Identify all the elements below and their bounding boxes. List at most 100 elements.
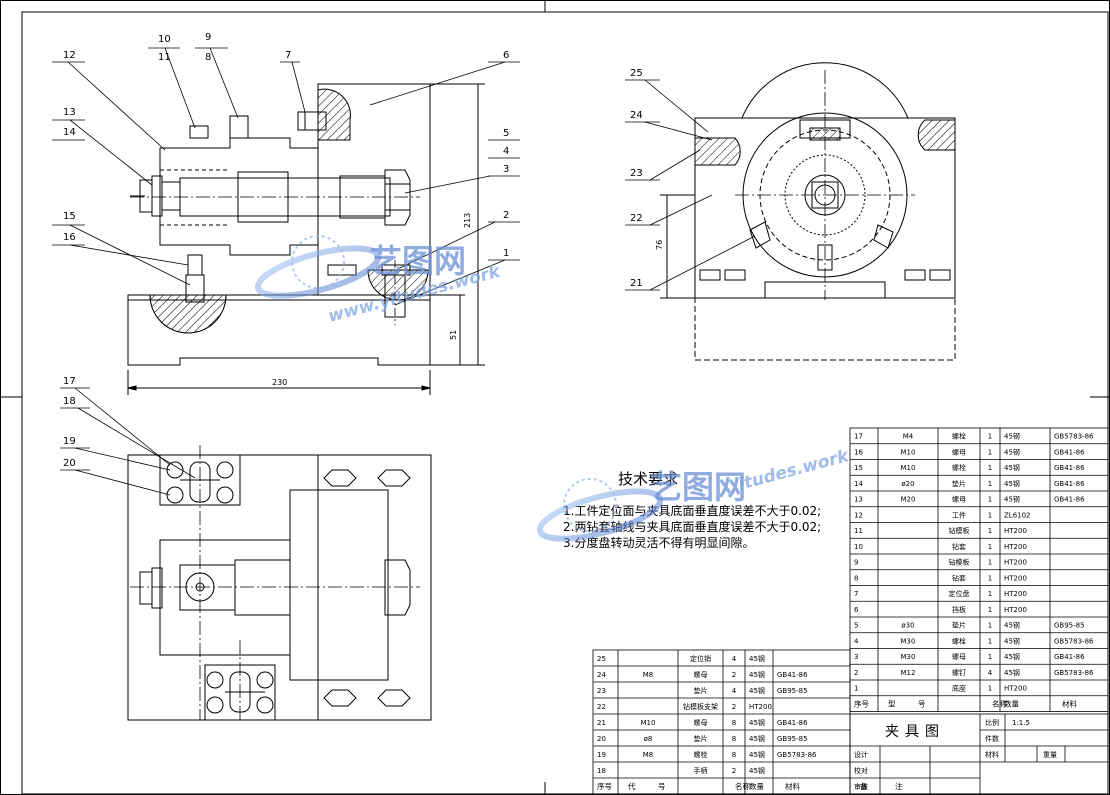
bom-right-row-5-cell-2: 垫片 [952, 621, 966, 630]
bom-right-row-14-cell-5: GB41-86 [1054, 480, 1085, 488]
bom-right-row-7-cell-4: HT200 [1004, 590, 1027, 598]
bom-right-row-14-cell-3: 1 [988, 480, 992, 488]
bom-left-row-18-cell-3: 2 [732, 767, 736, 775]
bom-right-row-12-cell-3: 1 [988, 511, 992, 519]
dim-213: 213 [463, 213, 472, 228]
bom-right-row-15-cell-3: 1 [988, 464, 992, 472]
bom-left-row-19-cell-1: M8 [643, 751, 654, 759]
dim-76: 76 [655, 240, 664, 250]
bom-left-row-21-cell-1: M10 [641, 719, 656, 727]
bom-right-row-5-cell-1: ø30 [901, 622, 914, 630]
bom-left-row-19-cell-3: 8 [732, 751, 736, 759]
bom-right-row-14-cell-4: 45钢 [1004, 479, 1020, 488]
bom-left-row-25-cell-3: 4 [732, 655, 737, 663]
hex-screws [323, 469, 411, 707]
bom-right-row-15-cell-2: 螺栓 [952, 463, 966, 472]
drawing-title: 夹具图 [885, 724, 945, 740]
bom-left-row-19-cell-0: 19 [597, 751, 606, 759]
bom-right-row-11-cell-4: HT200 [1004, 527, 1027, 535]
front-view [127, 83, 485, 395]
bom-right-row-3-cell-0: 3 [854, 653, 858, 661]
bom-right-row-11-cell-3: 1 [988, 527, 992, 535]
balloon-18: 18 [63, 396, 76, 407]
scale-label: 比例 [985, 718, 999, 727]
bom-right-row-10-cell-2: 钻套 [952, 542, 966, 551]
balloon-24: 24 [630, 110, 643, 121]
bom-left-row-25-cell-4: 45钢 [749, 654, 765, 663]
bom-right-row-11-cell-2: 钻模板 [949, 526, 970, 535]
review-label: 审核 [854, 782, 868, 791]
bom-right-row-8-cell-2: 钻套 [952, 573, 966, 582]
bom-right-row-12-cell-2: 工件 [952, 510, 966, 519]
bom-right-row-9-cell-2: 钻模板 [949, 558, 970, 567]
front-dimensions: 230 213 51 [272, 213, 472, 387]
bom-left-row-23-cell-4: 45钢 [749, 686, 765, 695]
bom-right-row-16-cell-2: 螺母 [952, 447, 966, 456]
bom-right-row-5-cell-0: 5 [854, 622, 858, 630]
balloon-25: 25 [630, 68, 643, 79]
balloon-11: 11 [158, 52, 171, 63]
bom-right-row-13-cell-5: GB41-86 [1054, 496, 1085, 504]
bom-right-row-2-cell-3: 4 [988, 669, 993, 677]
bom-right-row-2-cell-5: GB5783-86 [1054, 669, 1094, 677]
front-balloon-labels: 10 11 9 8 12 13 14 15 16 7 6 5 4 3 2 1 [63, 32, 509, 259]
bom-right-row-14-cell-2: 垫片 [952, 479, 966, 488]
bom-left-row-20-cell-2: 垫片 [694, 734, 708, 743]
bom-right-row-16-cell-5: GB41-86 [1054, 448, 1085, 456]
bom-left-row-21-cell-5: GB41-86 [777, 719, 808, 727]
tech-req-title: 技术要求 [618, 470, 678, 488]
bom-right-row-header-3: 名称 [992, 698, 1007, 708]
bom-right-row-14-cell-1: ø20 [901, 480, 914, 488]
balloon-13: 13 [63, 107, 76, 118]
bom-right-row-5-cell-5: GB95-85 [1054, 622, 1085, 630]
bom-right-row-4-cell-3: 1 [988, 637, 992, 645]
side-leaders [625, 79, 756, 291]
bom-left-row-21-cell-2: 螺母 [694, 718, 708, 727]
bom-left-row-23-cell-0: 23 [597, 687, 606, 695]
bom-left-row-23-cell-3: 4 [732, 687, 737, 695]
bom-right-row-17-cell-3: 1 [988, 433, 992, 441]
bom-left-row-22-cell-2: 钻模板支架 [683, 702, 718, 711]
balloon-5: 5 [503, 128, 509, 139]
bom-left-row-22-cell-4: HT200 [749, 703, 772, 711]
bom-right-row-10-cell-0: 10 [854, 543, 863, 551]
top-balloon-labels: 17 18 19 20 [63, 376, 76, 469]
balloon-20: 20 [63, 458, 76, 469]
side-balloon-labels: 25 24 23 22 21 [630, 68, 643, 289]
balloon-2: 2 [503, 210, 509, 221]
bom-right-row-17-cell-0: 17 [854, 433, 863, 441]
bom-left-row-22-cell-3: 2 [732, 703, 736, 711]
balloon-1: 1 [503, 248, 509, 259]
watermark-cn: 艺图网 [370, 242, 466, 280]
balloon-14: 14 [63, 127, 76, 138]
watermark-en-2: itudes.work [736, 446, 852, 495]
bom-right-row-17-cell-2: 螺栓 [952, 432, 966, 441]
bom-right-row-13-cell-3: 1 [988, 496, 992, 504]
bom-right-row-2-cell-1: M12 [901, 669, 916, 677]
bom-right-row-header-5: 材料 [1062, 698, 1078, 708]
bom-right-row-7-cell-3: 1 [988, 590, 992, 598]
bom-left-row-25-cell-0: 25 [597, 655, 606, 663]
bom-right-row-4-cell-4: 45钢 [1004, 636, 1020, 645]
bom-right-row-16-cell-3: 1 [988, 448, 992, 456]
bom-left-row-18-cell-4: 45钢 [749, 766, 765, 775]
bom-right-row-9-cell-0: 9 [854, 559, 858, 567]
bom-left-row-24-cell-5: GB41-86 [777, 671, 808, 679]
watermark-cn-2: 艺图网 [650, 468, 746, 506]
bom-right-row-1-cell-2: 底座 [952, 684, 966, 693]
bom-right-row-7-cell-2: 定位盘 [949, 589, 970, 598]
bom-left-row-header-2: 号 [658, 782, 666, 791]
bom-right-row-12-cell-4: ZL6102 [1004, 511, 1031, 519]
bom-left-row-20-cell-0: 20 [597, 735, 606, 743]
bom-right-row-3-cell-1: M30 [901, 653, 916, 661]
balloon-16: 16 [63, 232, 76, 243]
balloon-12: 12 [63, 50, 76, 61]
bom-right-row-6-cell-0: 6 [854, 606, 859, 614]
bom-left-row-24-cell-2: 螺母 [694, 670, 708, 679]
bom-left-row-header-5: 材料 [785, 781, 800, 791]
balloon-7: 7 [285, 50, 291, 61]
dim-230: 230 [272, 378, 287, 387]
